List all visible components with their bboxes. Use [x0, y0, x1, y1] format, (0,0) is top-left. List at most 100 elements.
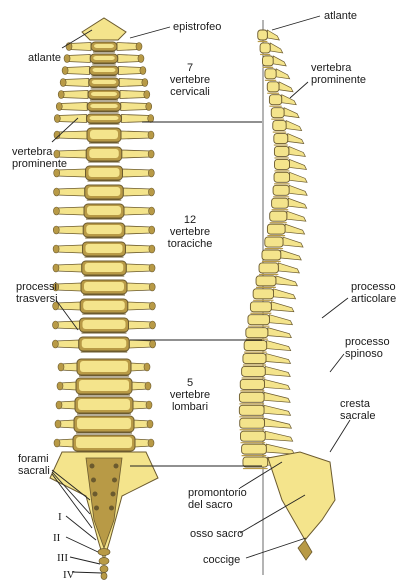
vertebral-body-highlight — [89, 168, 120, 177]
spinous-process — [264, 405, 291, 415]
process-tip — [58, 91, 64, 99]
coccyx-numeral-1: I — [58, 511, 62, 523]
side-view-spine — [239, 20, 335, 575]
label-processo-articolare: processo articolare — [351, 281, 396, 305]
vertebral-body-highlight — [77, 418, 131, 429]
vertebral-body-side — [269, 95, 281, 105]
label-vertebra-prominente-side: vertebra prominente — [311, 62, 366, 86]
spinous-process — [265, 366, 290, 376]
vertebral-body-highlight — [87, 206, 121, 215]
leader-coccige — [246, 538, 306, 558]
vertebral-body-side — [242, 444, 267, 454]
transverse-process-right — [129, 321, 153, 329]
coccyx-segment — [99, 558, 109, 565]
vertebral-body-side — [242, 366, 266, 376]
process-tip — [54, 439, 60, 447]
vertebral-body-highlight — [76, 437, 132, 448]
leader-vertebra-prominente-side — [290, 82, 308, 98]
label-thoracic-text: vertebre toraciche — [150, 226, 230, 250]
sacrum-side — [268, 452, 335, 540]
process-tip — [138, 55, 144, 63]
label-promontorio-del-sacro: promontorio del sacro — [188, 487, 247, 511]
sacral-foramen-right — [112, 478, 117, 483]
process-tip — [148, 439, 154, 447]
coccyx-segment — [100, 566, 108, 573]
label-processo-spinoso: processo spinoso — [345, 336, 390, 360]
process-tip — [54, 115, 60, 123]
process-tip — [57, 382, 63, 390]
transverse-process-right — [123, 169, 152, 177]
spinous-process — [267, 341, 291, 351]
transverse-process-left — [57, 169, 86, 177]
vertebral-body-side — [265, 69, 276, 79]
vertebral-body-highlight — [86, 225, 122, 234]
spinous-process — [270, 43, 283, 53]
transverse-process-left — [59, 103, 87, 111]
vertebral-body-highlight — [94, 44, 114, 48]
spinous-process — [274, 289, 296, 299]
process-tip — [62, 67, 68, 75]
spinous-process — [267, 30, 279, 40]
spinous-process — [265, 431, 293, 441]
vertebral-body-side — [256, 276, 276, 286]
label-forami-sacrali: forami sacrali — [18, 453, 50, 477]
transverse-process-right — [122, 150, 151, 158]
process-tip — [148, 188, 154, 196]
spinous-process — [288, 134, 304, 144]
sacral-foramen-left — [91, 478, 96, 483]
vertebral-body-highlight — [89, 149, 119, 158]
sacral-foramen-right — [109, 506, 114, 511]
coccyx-segment — [101, 573, 107, 580]
process-tip — [148, 115, 154, 123]
process-tip — [144, 91, 150, 99]
vertebral-body-side — [262, 250, 281, 260]
spinous-process — [288, 198, 307, 208]
transverse-process-left — [61, 91, 88, 99]
vertebral-body-side — [274, 146, 288, 156]
label-epistrofeo: epistrofeo — [173, 21, 221, 33]
transverse-process-right — [121, 131, 151, 139]
transverse-process-right — [118, 55, 141, 63]
vertebral-body-highlight — [93, 56, 115, 60]
process-tip — [53, 321, 59, 329]
sacral-foramen-left — [93, 492, 98, 497]
coccyx-numeral-4: IV — [63, 569, 75, 581]
transverse-process-left — [56, 207, 84, 215]
transverse-process-left — [67, 55, 90, 63]
leader-coccyx-4 — [72, 572, 102, 573]
transverse-process-left — [57, 131, 87, 139]
process-tip — [146, 103, 152, 111]
leader-processo-spinoso — [330, 354, 344, 372]
spinous-process — [264, 418, 291, 428]
process-tip — [144, 363, 150, 371]
vertebral-body-highlight — [86, 244, 123, 253]
vertebral-body-side — [270, 211, 287, 221]
process-tip — [53, 226, 59, 234]
spinous-process — [283, 237, 303, 247]
vertebral-body-highlight — [80, 361, 128, 372]
vertebral-body-side — [248, 315, 269, 325]
label-atlante-front: atlante — [28, 52, 61, 64]
label-osso-sacro: osso sacro — [190, 528, 243, 540]
process-tip — [53, 245, 59, 253]
label-thoracic-count: 12 — [160, 214, 220, 226]
vertebral-body-highlight — [91, 92, 117, 96]
vertebral-body-side — [253, 289, 273, 299]
vertebral-body-side — [267, 224, 285, 234]
spinous-process — [276, 69, 290, 79]
vertebral-body-side — [243, 354, 266, 364]
sacral-foramen-left — [94, 506, 99, 511]
spinous-process — [279, 82, 293, 92]
vertebral-body-side — [259, 263, 278, 273]
spinous-process — [289, 185, 307, 195]
process-tip — [149, 302, 155, 310]
front-view-spine — [50, 18, 158, 580]
process-tip — [148, 169, 154, 177]
process-tip — [149, 207, 155, 215]
transverse-process-right — [126, 245, 152, 253]
transverse-process-left — [69, 43, 91, 51]
spinous-process — [269, 315, 292, 325]
spinous-process — [273, 56, 286, 66]
vertebral-body-highlight — [85, 263, 124, 272]
process-tip — [149, 283, 155, 291]
